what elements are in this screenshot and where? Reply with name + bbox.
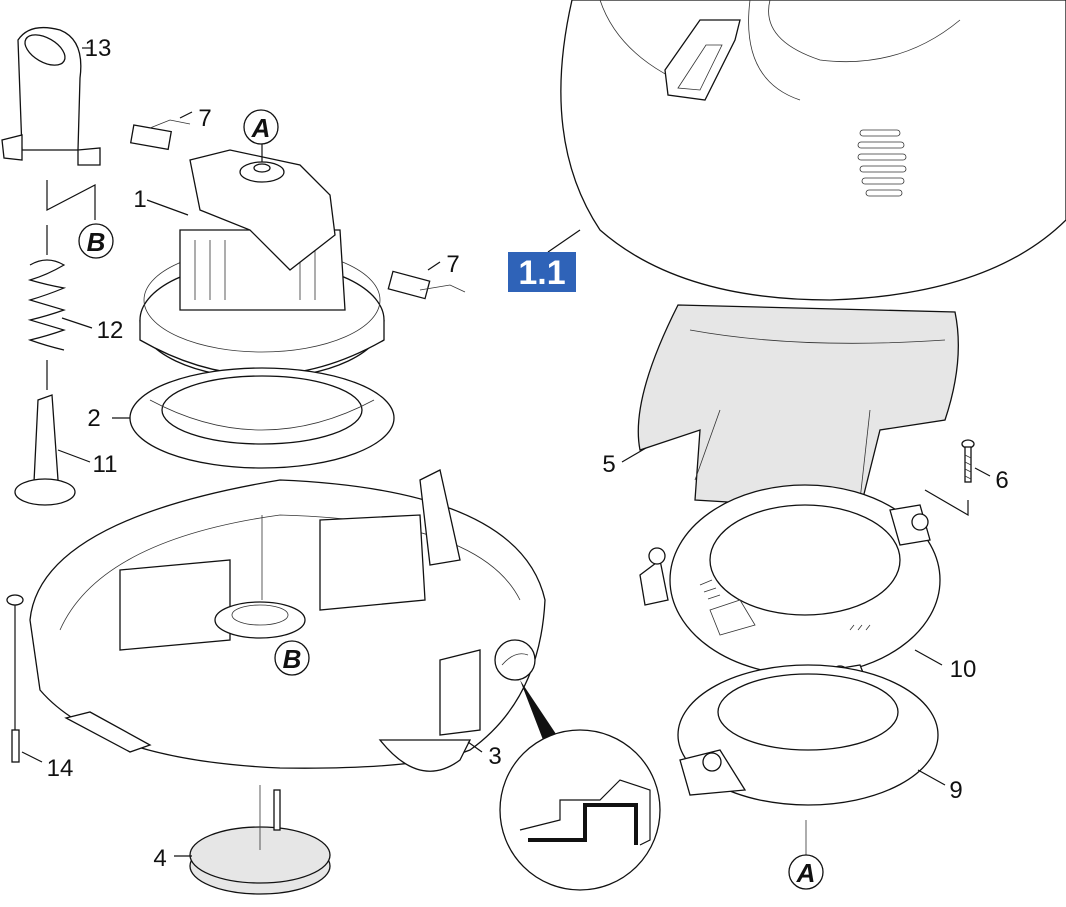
reference-marker-B-base: B <box>274 640 310 676</box>
part-10-ring-mount <box>639 484 943 697</box>
part-number-12: 12 <box>97 317 124 344</box>
part-number-6: 6 <box>995 467 1008 494</box>
reference-marker-A-bottom: A <box>788 854 824 890</box>
reference-marker-A-top: A <box>243 109 279 145</box>
part-7-brush-upper <box>129 111 193 151</box>
part-7-brush-lower <box>387 261 466 300</box>
reference-letter: B <box>87 227 106 257</box>
reference-letter: B <box>283 644 302 674</box>
part-number-14: 14 <box>47 755 74 782</box>
part-2-gasket <box>112 367 395 469</box>
part-number-4: 4 <box>153 845 166 872</box>
part-number-7a: 7 <box>198 105 211 132</box>
part-number-11: 11 <box>93 451 118 478</box>
part-number-2: 2 <box>87 405 100 432</box>
part-12-spring <box>27 225 93 390</box>
part-number-labels: 1 2 3 4 5 6 7 7 9 10 11 12 13 14 <box>47 35 1009 872</box>
part-number-7b: 7 <box>446 251 459 278</box>
part-13-pipe <box>1 26 101 220</box>
part-4-foot <box>174 785 331 895</box>
part-5-inner-hood <box>621 304 959 511</box>
part-number-3: 3 <box>488 743 501 770</box>
part-1-motor <box>139 140 385 379</box>
reference-letter: A <box>796 858 816 888</box>
part-number-10: 10 <box>950 656 977 683</box>
section-badge: 1.1 <box>508 252 576 292</box>
detail-zoom <box>494 639 661 891</box>
dome-top <box>547 0 1066 301</box>
part-6-screw <box>924 439 991 517</box>
reference-letter: A <box>251 113 271 143</box>
part-3-base-housing <box>29 469 546 772</box>
part-9-lower-ring <box>677 664 946 855</box>
part-14-screw <box>6 594 43 763</box>
reference-marker-B-upper: B <box>78 223 114 259</box>
part-number-5: 5 <box>602 451 615 478</box>
part-number-13: 13 <box>85 35 112 62</box>
part-number-9: 9 <box>949 777 962 804</box>
section-badge-label: 1.1 <box>518 254 565 292</box>
part-number-1: 1 <box>133 186 146 213</box>
dome-vent-slots <box>857 129 907 197</box>
part-11-stand <box>14 394 91 506</box>
